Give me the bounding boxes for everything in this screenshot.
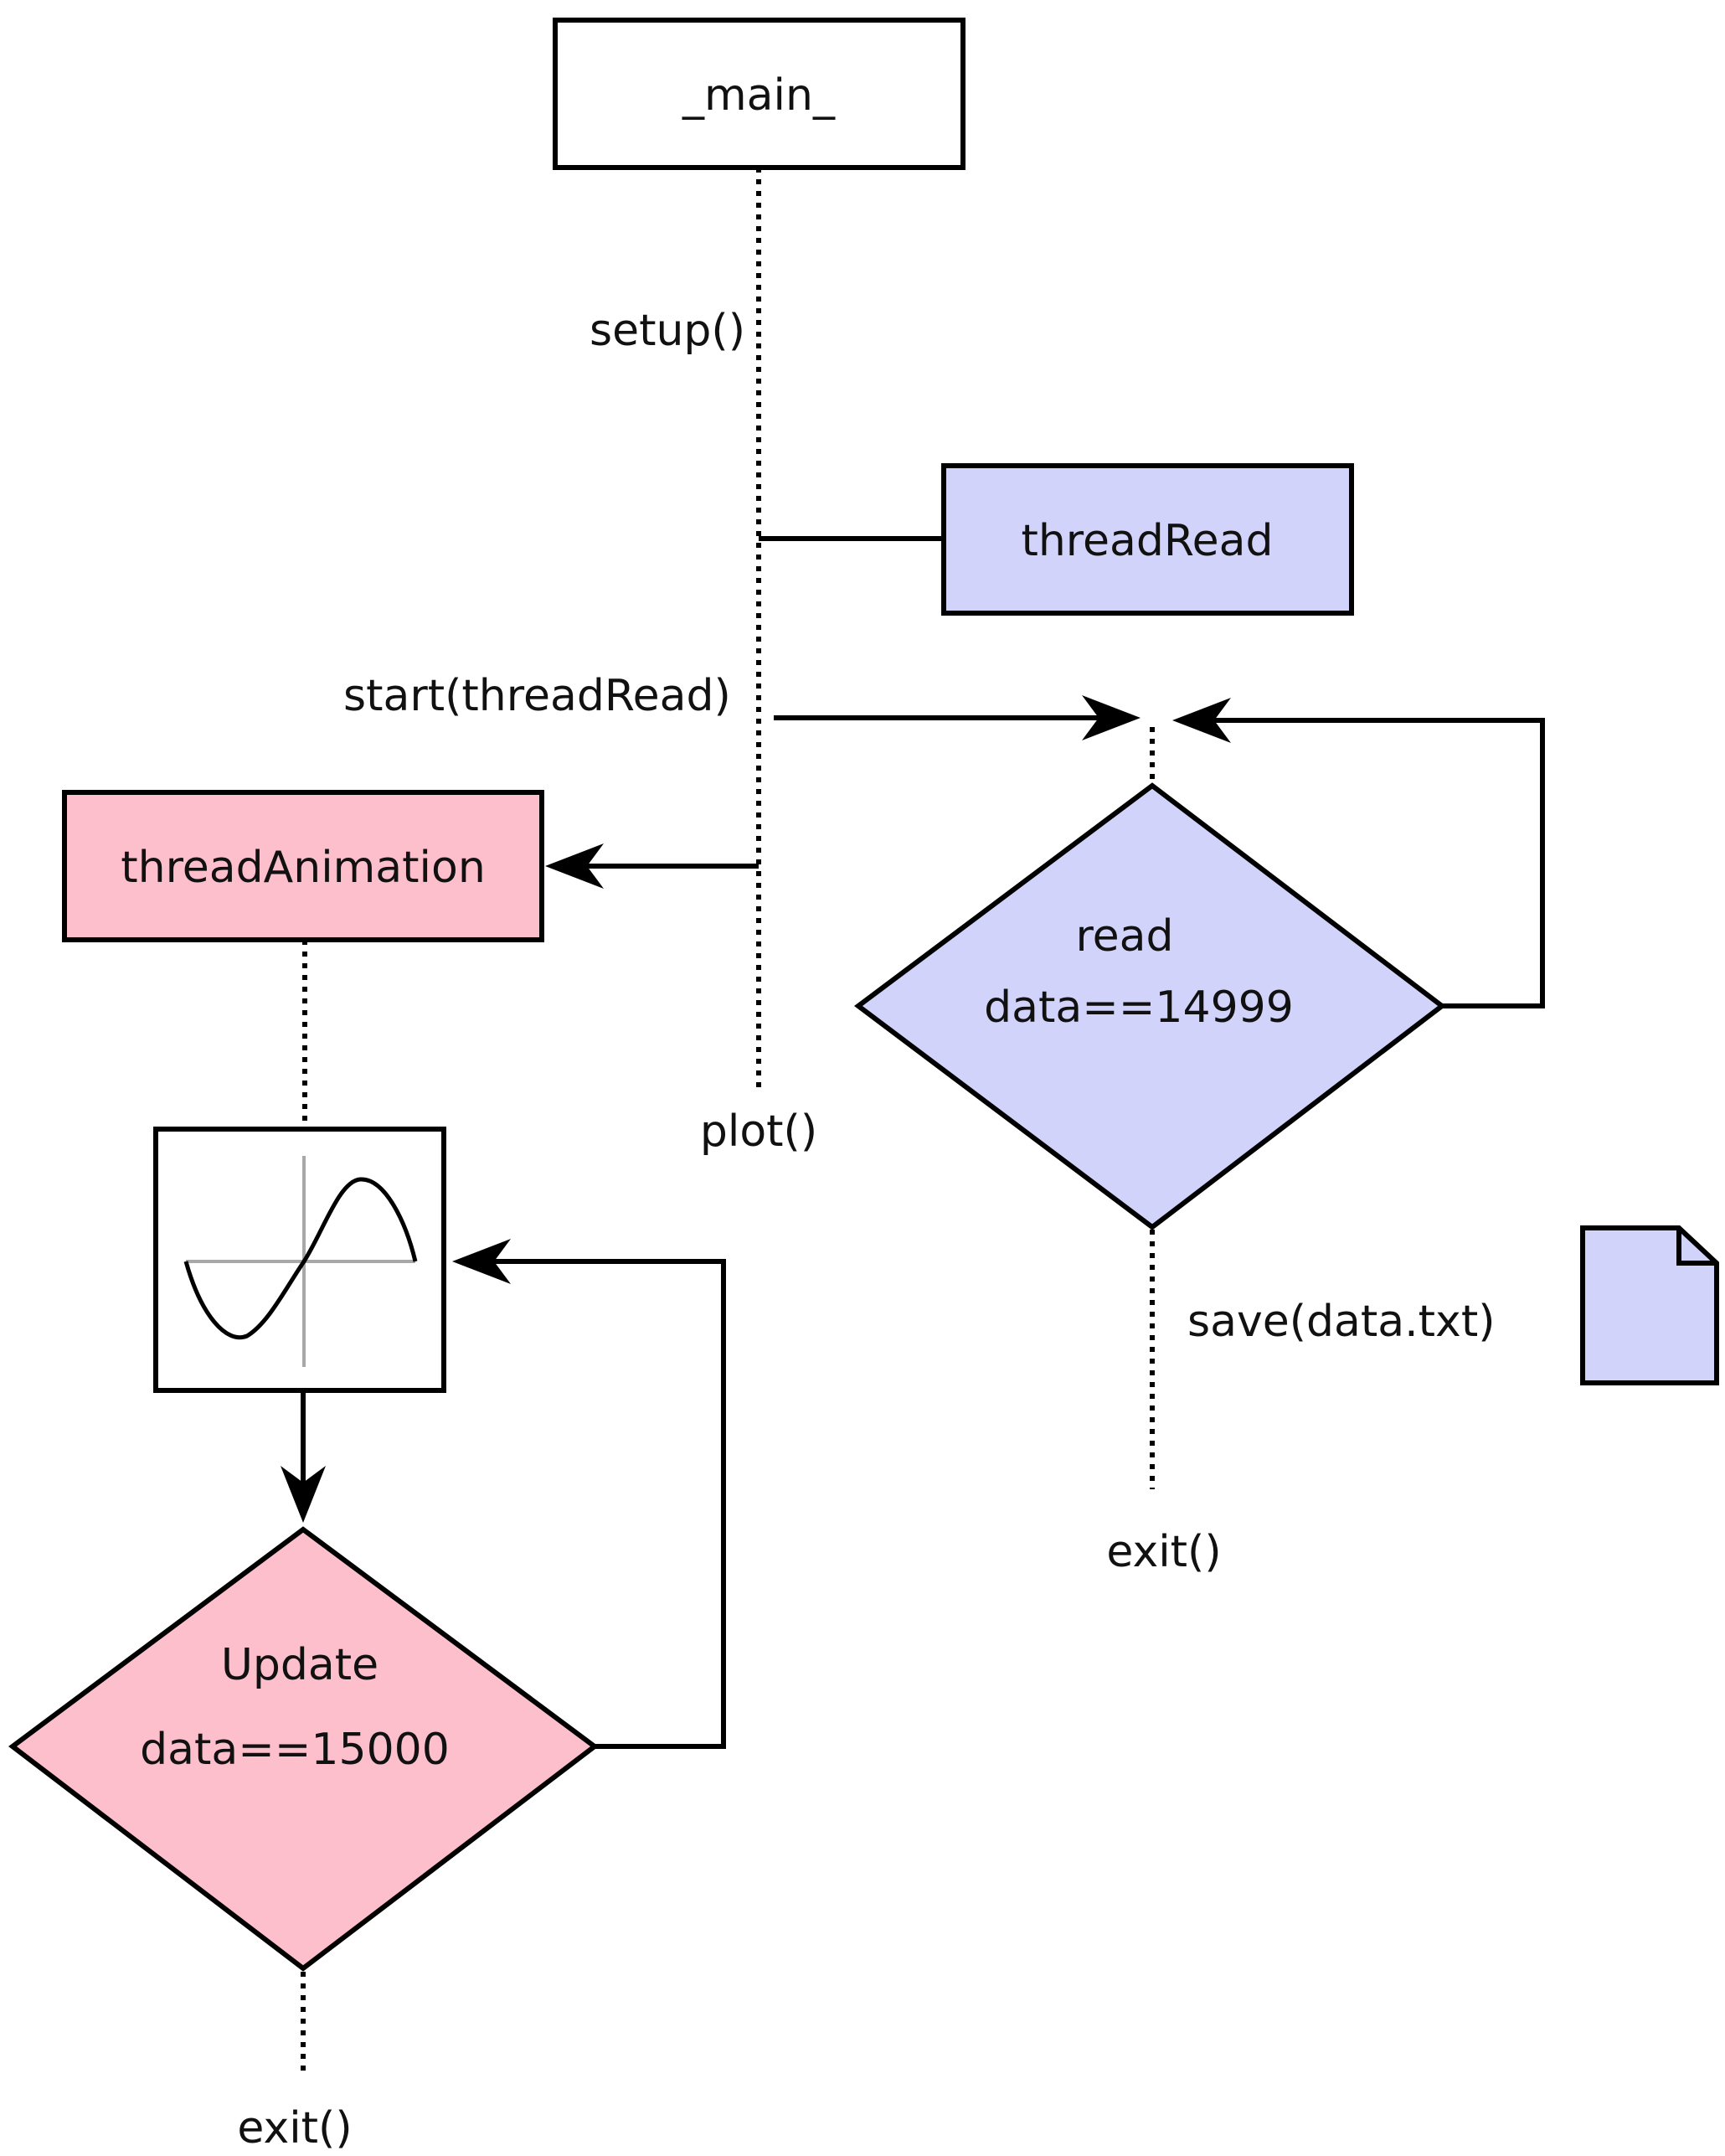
read-decision-diamond bbox=[854, 782, 1446, 1230]
read-loop-arrowhead bbox=[1172, 698, 1231, 743]
document-file-icon bbox=[1580, 1225, 1719, 1385]
start-thread-read-label: start(threadRead) bbox=[343, 671, 731, 721]
thread-read-box bbox=[941, 463, 1354, 616]
main-box bbox=[553, 18, 965, 170]
update-decision-line1: Update bbox=[221, 1640, 378, 1690]
read-decision-line1: read bbox=[1075, 911, 1173, 962]
update-loop-arrowhead bbox=[452, 1239, 511, 1284]
plot-label: plot() bbox=[700, 1106, 817, 1157]
read-exit-label: exit() bbox=[1106, 1527, 1221, 1577]
setup-label: setup() bbox=[590, 306, 745, 356]
read-loop-line bbox=[1214, 718, 1545, 1008]
read-decision-line2: data==14999 bbox=[984, 983, 1294, 1033]
thread-read-label: threadRead bbox=[1021, 516, 1273, 566]
animation-exit-label: exit() bbox=[237, 2103, 352, 2153]
thread-animation-box bbox=[62, 790, 544, 942]
update-decision-diamond bbox=[8, 1526, 599, 1972]
update-decision-line2: data==15000 bbox=[140, 1725, 450, 1775]
main-to-thread-animation-arrowhead bbox=[545, 843, 604, 889]
main-label: _main_ bbox=[682, 70, 836, 121]
thread-animation-label: threadAnimation bbox=[121, 843, 486, 893]
save-label: save(data.txt) bbox=[1187, 1297, 1496, 1347]
update-loop-line bbox=[494, 1259, 726, 1749]
start-thread-read-arrowhead bbox=[1082, 695, 1141, 740]
graph-to-update-arrowhead bbox=[281, 1466, 326, 1523]
sine-wave-graph-icon bbox=[153, 1127, 446, 1393]
